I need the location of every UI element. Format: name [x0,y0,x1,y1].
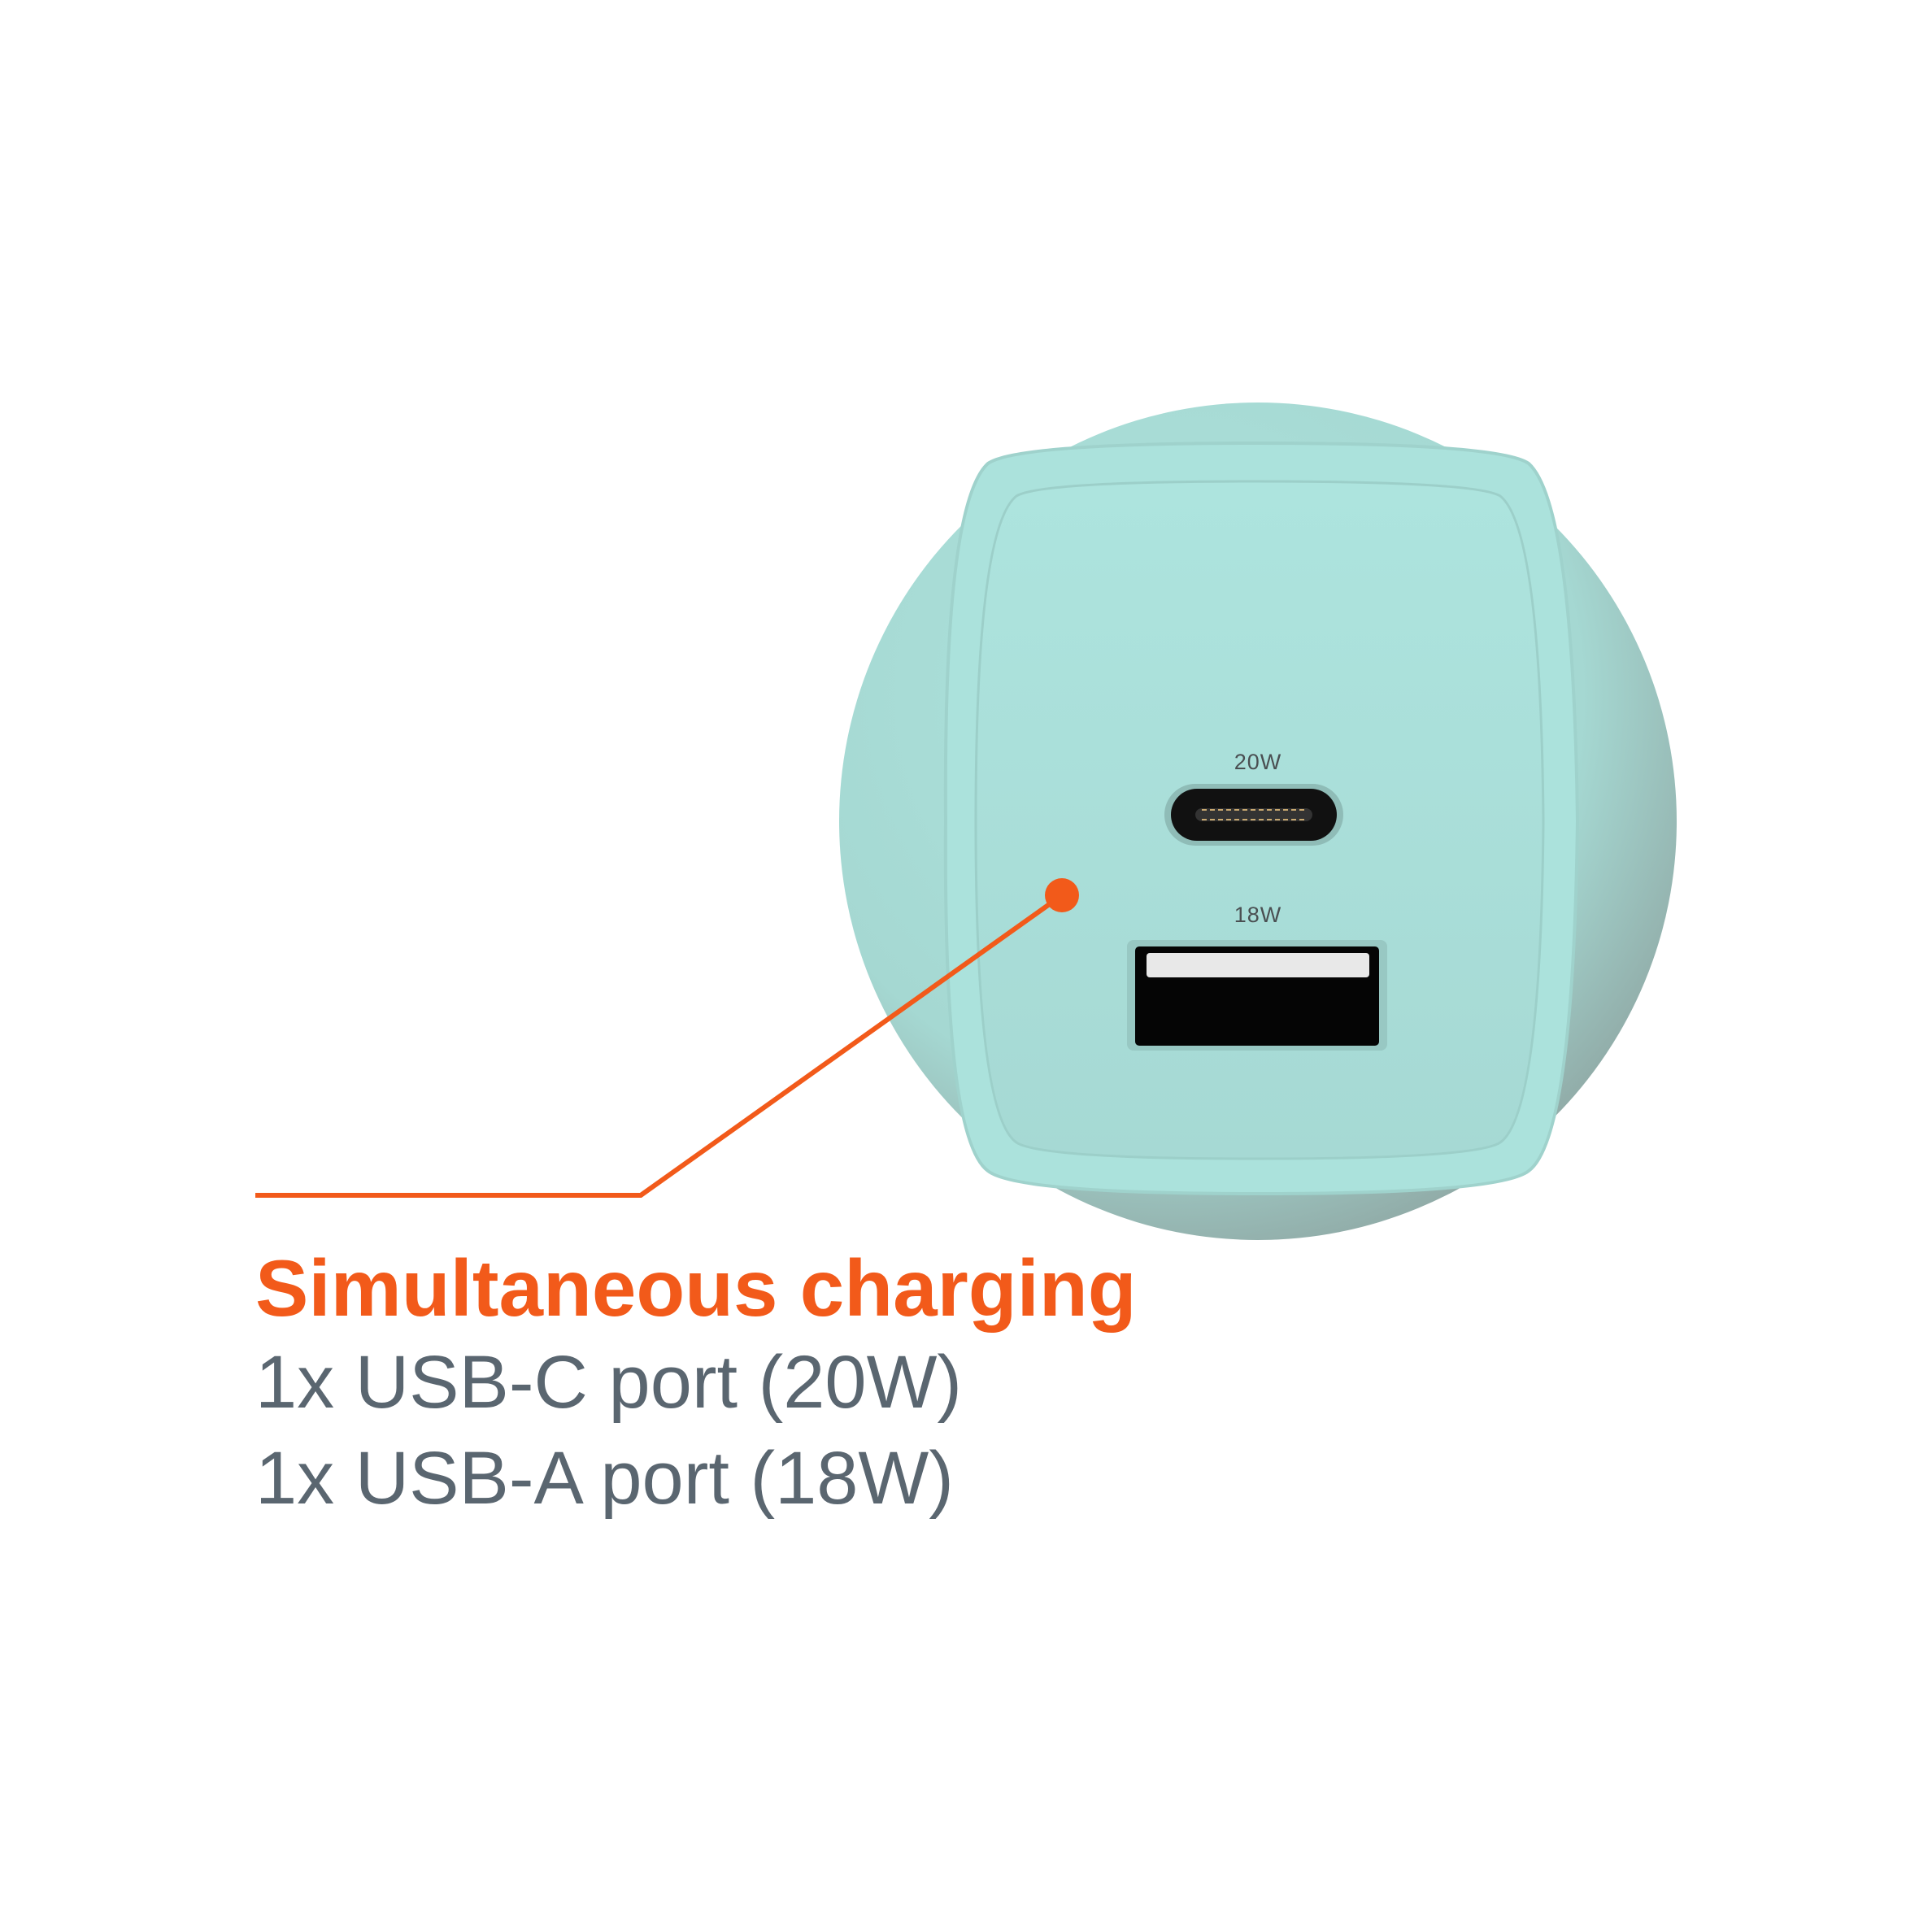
callout-title: Simultaneous charging [255,1243,1137,1333]
usb-a-wattage-label: 18W [1234,903,1282,927]
spec-usb-a: 1x USB-A port (18W) [255,1437,954,1520]
usb-c-port [1164,784,1343,846]
callout-dot [1045,878,1079,912]
callout-pointer [255,878,1079,1198]
usb-a-port [1127,940,1387,1051]
spec-usb-c: 1x USB-C port (20W) [255,1341,963,1424]
usb-c-wattage-label: 20W [1234,750,1282,774]
